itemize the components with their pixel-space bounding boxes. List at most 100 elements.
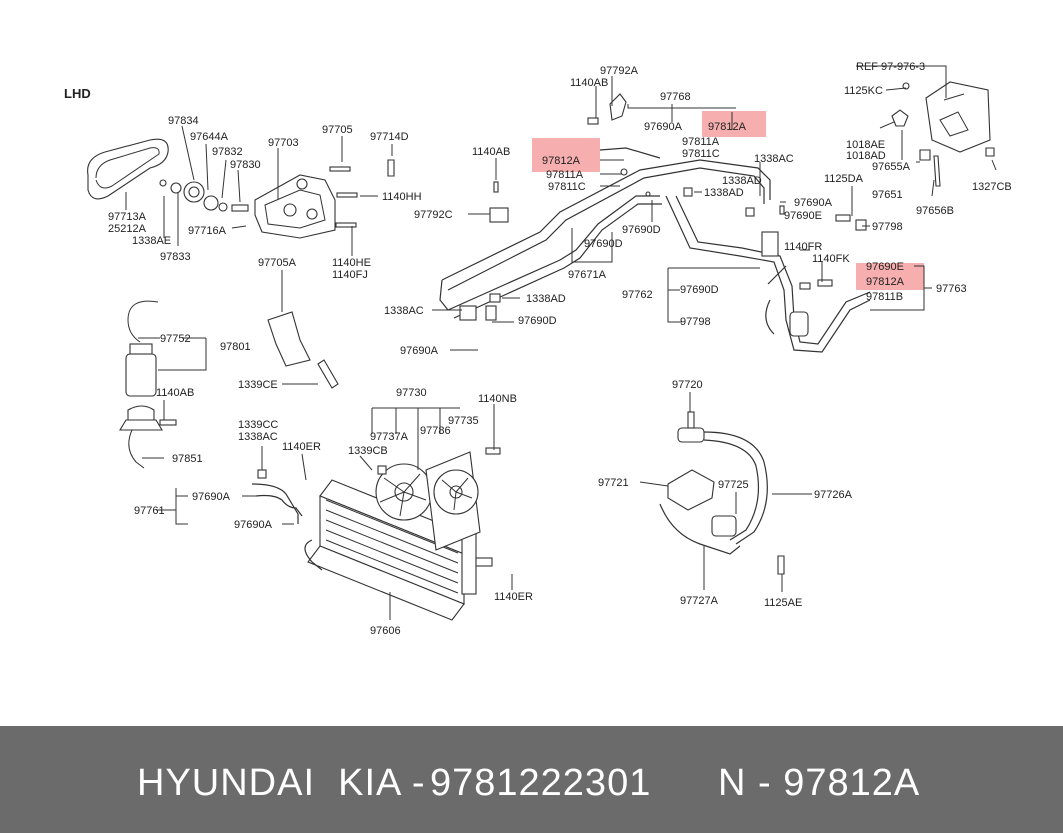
diagram-part-ref: N - 97812A — [718, 762, 921, 804]
label-1140fr: 1140FR — [784, 241, 822, 253]
label-1339cc: 1339CC — [238, 419, 278, 431]
label-1018ad: 1018AD — [846, 150, 886, 162]
part-labels: LHD REF 97-976-3 97792A 1140AB 97768 976… — [64, 61, 1012, 637]
suction-pipe-97768 — [441, 147, 771, 291]
label-97812a-top: 97812A — [708, 121, 747, 133]
leader-lines — [125, 65, 997, 620]
label-97671a: 97671A — [568, 269, 607, 281]
ref-label: REF 97-976-3 — [856, 61, 925, 73]
label-97690a-low2: 97690A — [234, 519, 273, 531]
label-1125ae: 1125AE — [764, 597, 802, 609]
drive-belt — [87, 138, 169, 200]
label-1018ae: 1018AE — [846, 139, 885, 151]
brand-text: HYUNDAI KIA - — [137, 762, 426, 804]
cooling-fan — [375, 447, 501, 551]
label-97720: 97720 — [672, 379, 703, 391]
label-1338ad-top: 1338AD — [722, 175, 762, 187]
label-1338ad-top2: 1338AD — [704, 187, 744, 199]
label-97811c-left: 97811C — [548, 181, 586, 193]
label-97705: 97705 — [322, 124, 353, 136]
label-97833: 97833 — [160, 251, 191, 263]
label-97786: 97786 — [420, 425, 451, 437]
highlight-97812a-right — [856, 263, 924, 290]
vacuum-actuator — [659, 411, 785, 575]
label-97655a: 97655A — [872, 161, 911, 173]
label-97651: 97651 — [872, 189, 903, 201]
label-1125da: 1125DA — [824, 173, 864, 185]
label-97792a: 97792A — [600, 65, 639, 77]
clutch-pulley — [159, 179, 249, 212]
pipe-97761 — [251, 469, 303, 524]
label-97721: 97721 — [598, 477, 629, 489]
label-97730: 97730 — [396, 387, 427, 399]
label-97801: 97801 — [220, 341, 251, 353]
label-97812a-left: 97812A — [542, 155, 581, 167]
label-1140fk: 1140FK — [812, 253, 850, 265]
label-97763: 97763 — [936, 283, 967, 295]
label-1338ad-mid: 1338AD — [526, 293, 566, 305]
label-97812a-box: 97812A — [866, 276, 905, 288]
label-1140ab-low: 1140AB — [156, 387, 194, 399]
label-97798-right: 97798 — [872, 221, 903, 233]
ac-system-exploded-diagram: LHD REF 97-976-3 97792A 1140AB 97768 976… — [64, 61, 1012, 637]
label-97690e-box: 97690E — [866, 261, 904, 273]
label-97727a: 97727A — [680, 595, 719, 607]
label-25212a: 25212A — [108, 223, 147, 235]
label-1140fj: 1140FJ — [332, 269, 368, 281]
label-97811b-box: 97811B — [866, 291, 903, 303]
label-97716a: 97716A — [188, 225, 227, 237]
discharge-hose-97762 — [665, 195, 871, 353]
label-1327cb: 1327CB — [972, 181, 1012, 193]
label-1140he: 1140HE — [332, 257, 371, 269]
evaporator-case — [891, 81, 995, 187]
label-97768: 97768 — [660, 91, 691, 103]
label-97851: 97851 — [172, 453, 203, 465]
bracket-97705a — [267, 311, 339, 389]
label-1338ac-mid: 1338AC — [384, 305, 424, 317]
small-fittings-center — [489, 93, 867, 303]
label-1140ab-mid: 1140AB — [472, 146, 510, 158]
highlight-97812a-left — [532, 138, 600, 172]
label-1140hh: 1140HH — [382, 191, 422, 203]
label-97811a-top: 97811A — [682, 136, 720, 148]
label-97703: 97703 — [268, 137, 299, 149]
label-97690a-low1: 97690A — [192, 491, 231, 503]
label-97690a-top: 97690A — [644, 121, 683, 133]
part-number-footer: HYUNDAI KIA - 9781222301 N - 97812A — [0, 726, 1063, 833]
receiver-drier — [119, 300, 177, 469]
label-97690d-a: 97690D — [622, 224, 661, 236]
label-97656b: 97656B — [916, 205, 954, 217]
label-97690d-c: 97690D — [518, 315, 557, 327]
label-97690e-right: 97690E — [784, 210, 822, 222]
label-97690a-mid: 97690A — [400, 345, 439, 357]
label-97811a-left: 97811A — [546, 169, 584, 181]
lhd-label: LHD — [64, 86, 91, 101]
label-97705a: 97705A — [258, 257, 297, 269]
label-97725: 97725 — [718, 479, 749, 491]
label-1140er-a: 1140ER — [282, 441, 321, 453]
label-97798-d: 97798 — [680, 316, 711, 328]
compressor-bracket — [254, 174, 336, 239]
label-97690d-d: 97690D — [680, 284, 719, 296]
oem-number: 9781222301 — [430, 762, 652, 804]
label-97832: 97832 — [212, 146, 243, 158]
label-1339cb: 1339CB — [348, 445, 388, 457]
label-97606: 97606 — [370, 625, 401, 637]
label-97713a: 97713A — [108, 211, 147, 223]
label-97830: 97830 — [230, 159, 261, 171]
label-1338ae: 1338AE — [132, 235, 171, 247]
label-1140er-b: 1140ER — [494, 591, 533, 603]
label-97811c-top: 97811C — [682, 148, 720, 160]
label-97834: 97834 — [168, 115, 199, 127]
label-97761: 97761 — [134, 505, 165, 517]
label-97752: 97752 — [160, 333, 191, 345]
label-97690a-right: 97690A — [794, 197, 833, 209]
highlight-97812a-top — [702, 111, 766, 137]
label-97792c: 97792C — [414, 209, 453, 221]
label-97737a: 97737A — [370, 431, 409, 443]
label-97644a: 97644A — [190, 131, 229, 143]
label-1140nb: 1140NB — [478, 393, 517, 405]
label-97726a: 97726A — [814, 489, 853, 501]
label-1338ac-top: 1338AC — [754, 153, 794, 165]
pipe-97671a — [439, 195, 662, 321]
